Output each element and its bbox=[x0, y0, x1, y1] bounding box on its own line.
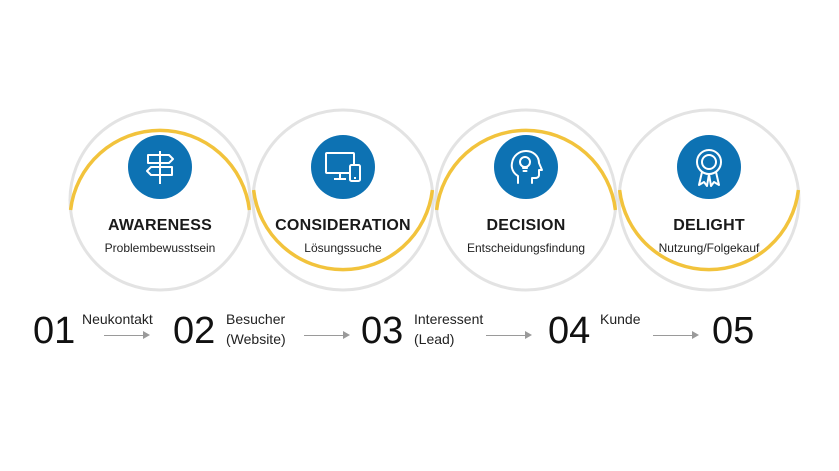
step-number: 05 bbox=[712, 310, 755, 352]
step-number: 01 bbox=[33, 310, 76, 352]
ring-awareness-base bbox=[68, 108, 252, 292]
head-lightbulb-icon bbox=[494, 135, 558, 199]
arrow-right-icon bbox=[304, 330, 350, 339]
stage-title: CONSIDERATION bbox=[275, 217, 411, 234]
signpost-icon bbox=[128, 135, 192, 199]
stage-awareness: AWARENESS Problembewusstsein bbox=[70, 135, 250, 255]
transition-label: Interessent (Lead) bbox=[414, 311, 484, 347]
arrow-right-icon bbox=[653, 330, 699, 339]
stage-decision: DECISION Entscheidungsfindung bbox=[436, 135, 616, 255]
step-number: 03 bbox=[361, 310, 404, 352]
stage-title: DELIGHT bbox=[673, 217, 745, 234]
stage-subtitle: Entscheidungsfindung bbox=[466, 241, 586, 255]
arrow-right-icon bbox=[486, 330, 532, 339]
stage-consideration: CONSIDERATION Lösungssuche bbox=[253, 135, 433, 255]
ring-delight-base bbox=[617, 108, 801, 292]
ring-decision-accent bbox=[434, 128, 618, 211]
transition-label: Kunde bbox=[600, 311, 641, 327]
ring-awareness-accent bbox=[68, 128, 252, 211]
award-ribbon-icon bbox=[677, 135, 741, 199]
ring-decision-base bbox=[434, 108, 618, 292]
arrow-right-icon bbox=[104, 330, 150, 339]
stage-title: DECISION bbox=[486, 217, 566, 234]
step-number: 02 bbox=[173, 310, 216, 352]
stage-delight: DELIGHT Nutzung/Folgekauf bbox=[619, 135, 799, 255]
stage-title: AWARENESS bbox=[107, 217, 213, 234]
transition-label: Neukontakt bbox=[82, 311, 153, 327]
step-number: 04 bbox=[548, 310, 591, 352]
ring-delight-accent bbox=[617, 189, 801, 272]
transition-label: Besucher (Website) bbox=[226, 311, 286, 347]
ring-consideration-base bbox=[251, 108, 435, 292]
stage-subtitle: Problembewusstsein bbox=[104, 241, 216, 255]
ring-consideration-accent bbox=[251, 189, 435, 272]
stage-subtitle: Nutzung/Folgekauf bbox=[658, 241, 760, 255]
devices-icon bbox=[311, 135, 375, 199]
stage-subtitle: Lösungssuche bbox=[304, 241, 382, 255]
